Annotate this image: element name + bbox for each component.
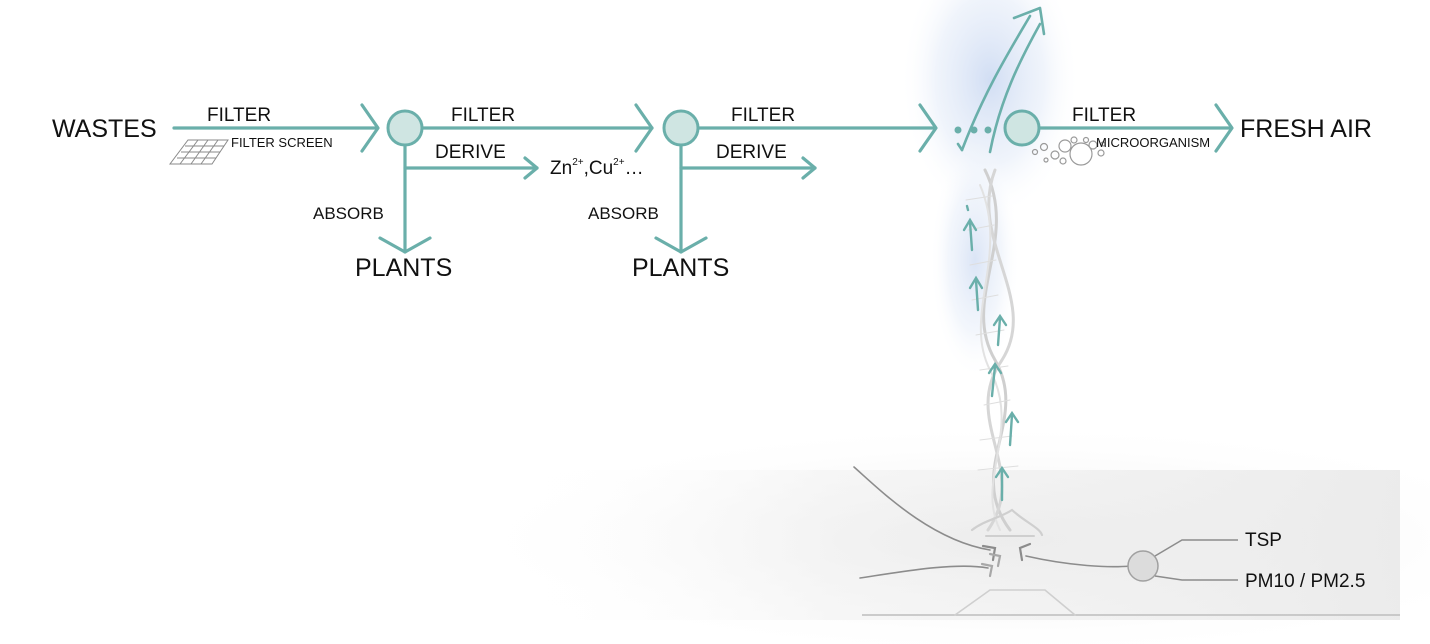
node-1	[386, 109, 424, 147]
ion-zn-charge: 2+	[572, 157, 584, 168]
bubble-cluster-icon	[1031, 136, 1106, 166]
arrowhead-fresh-air	[1214, 103, 1234, 153]
label-filter-4: FILTER	[1072, 105, 1136, 126]
label-absorb-1: ABSORB	[313, 204, 384, 223]
label-absorb-2: ABSORB	[588, 204, 659, 223]
label-plants-1: PLANTS	[355, 254, 452, 282]
arrowhead-derive-2	[801, 156, 817, 180]
arrowhead-derive-1	[523, 156, 539, 180]
label-filter-3: FILTER	[731, 105, 795, 126]
label-ions: Zn2+,Cu2+…	[550, 157, 644, 179]
node-3	[1003, 109, 1041, 147]
arrowhead-plants-1	[378, 236, 432, 254]
dot-b	[970, 126, 978, 134]
label-derive-1: DERIVE	[435, 142, 506, 163]
dot-c	[984, 126, 992, 134]
label-fresh-air: FRESH AIR	[1240, 115, 1372, 143]
label-pm: PM10 / PM2.5	[1245, 571, 1365, 592]
node-2	[662, 109, 700, 147]
label-filter-screen: FILTER SCREEN	[231, 135, 333, 150]
label-wastes: WASTES	[52, 115, 157, 143]
ion-ellipsis: …	[625, 158, 644, 179]
label-derive-2: DERIVE	[716, 142, 787, 163]
dot-a	[954, 126, 962, 134]
arrowhead-node2	[634, 103, 654, 153]
ion-zn: Zn	[550, 158, 572, 179]
ion-cu-charge: 2+	[613, 157, 625, 168]
process-nodes	[386, 109, 1041, 147]
arrowhead-plants-2	[654, 236, 708, 254]
ion-cu: ,Cu	[584, 158, 614, 179]
background-haze	[450, 0, 1430, 644]
label-microorganism: MICROORGANISM	[1096, 135, 1210, 150]
label-plants-2: PLANTS	[632, 254, 729, 282]
particle-inflow	[853, 466, 1131, 616]
labels: WASTES FRESH AIR FILTER FILTER FILTER FI…	[52, 105, 1372, 592]
grid-mesh-icon	[169, 139, 229, 165]
label-filter-1: FILTER	[207, 105, 271, 126]
label-filter-2: FILTER	[451, 105, 515, 126]
twisted-vortex-icon	[956, 6, 1046, 537]
gray-circle-node-icon	[1127, 539, 1238, 582]
flow-lines	[172, 103, 1234, 254]
label-tsp: TSP	[1245, 530, 1282, 551]
arrowhead-node1	[360, 103, 380, 153]
arrowhead-tornado	[918, 103, 938, 153]
